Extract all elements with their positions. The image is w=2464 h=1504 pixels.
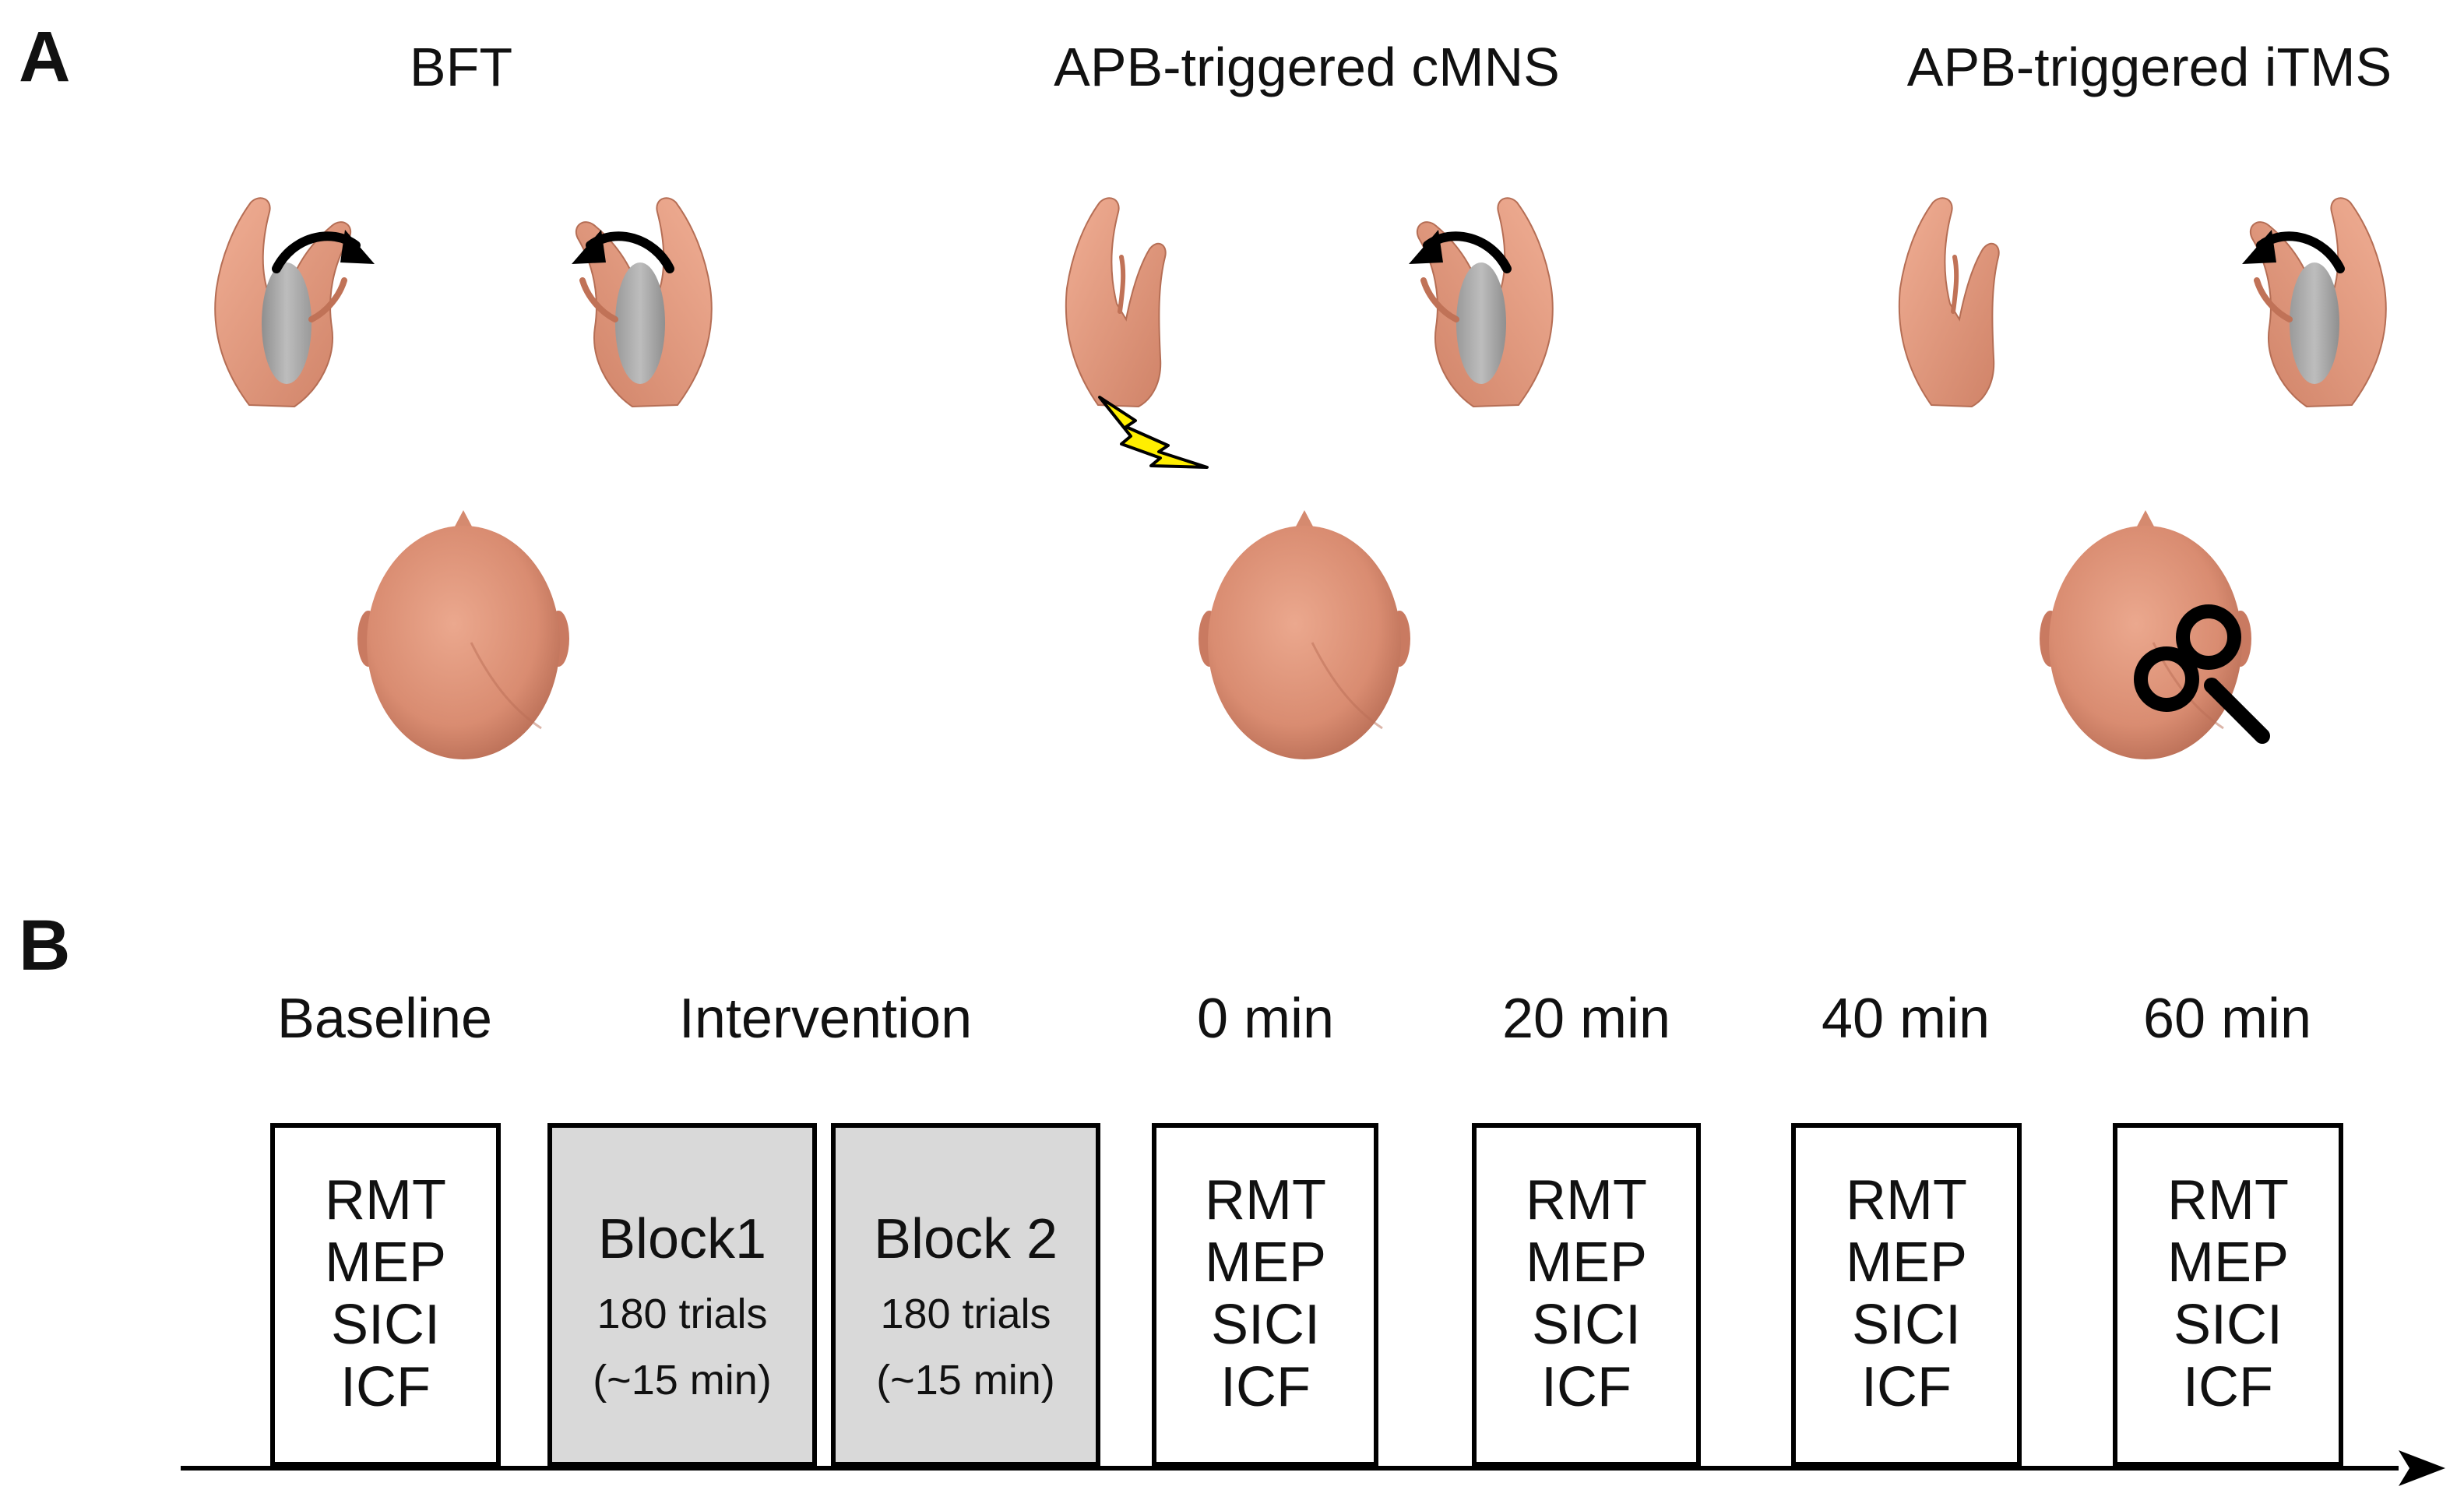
- block-title: Block 2: [874, 1208, 1058, 1270]
- measure-box-0-min: RMT MEP SICI ICF: [1152, 1123, 1378, 1467]
- panel-a-letter: A: [19, 17, 70, 97]
- rotating-ball-hand-icon: [1417, 198, 1553, 407]
- measure-sici: SICI: [2174, 1294, 2283, 1356]
- timeline-axis: [181, 1450, 2445, 1486]
- empty-hand-icon: [1066, 198, 1166, 407]
- phase-label-20-min: 20 min: [1502, 988, 1670, 1050]
- measure-sici: SICI: [1211, 1294, 1320, 1356]
- measure-rmt: RMT: [1526, 1169, 1647, 1231]
- rotating-ball-hand-icon: [576, 198, 712, 407]
- rotating-ball-hand-icon: [215, 198, 350, 407]
- measure-icf: ICF: [1541, 1356, 1632, 1418]
- measure-box-40-min: RMT MEP SICI ICF: [1791, 1123, 2022, 1467]
- block-trials: 180 trials: [597, 1291, 767, 1337]
- measure-box-60-min: RMT MEP SICI ICF: [2113, 1123, 2343, 1467]
- head-top-view-icon: [2038, 509, 2253, 761]
- measure-mep: MEP: [2167, 1231, 2289, 1294]
- measure-rmt: RMT: [1846, 1169, 1967, 1231]
- measure-box-baseline: RMT MEP SICI ICF: [270, 1123, 501, 1467]
- condition-title: BFT: [410, 37, 512, 97]
- measure-mep: MEP: [1526, 1231, 1647, 1294]
- panel-a: A BFT APB-triggered cMNS: [19, 17, 2392, 761]
- measure-mep: MEP: [325, 1231, 446, 1294]
- measure-icf: ICF: [1861, 1356, 1952, 1418]
- measure-mep: MEP: [1205, 1231, 1326, 1294]
- empty-hand-icon: [1899, 198, 1999, 407]
- head-top-view-icon: [356, 509, 571, 761]
- measure-icf: ICF: [340, 1356, 431, 1418]
- phase-label-baseline: Baseline: [277, 988, 492, 1050]
- measure-mep: MEP: [1846, 1231, 1967, 1294]
- condition-itms: APB-triggered iTMS: [1899, 37, 2392, 761]
- condition-title: APB-triggered cMNS: [1054, 37, 1560, 97]
- intervention-block-2: Block 2 180 trials (~15 min): [831, 1123, 1100, 1467]
- lightning-bolt-icon: [1098, 396, 1209, 469]
- arrowhead-icon: [2399, 1450, 2445, 1486]
- condition-bft: BFT: [215, 37, 712, 761]
- figure-eight-coil-icon: [2134, 604, 2270, 744]
- measure-rmt: RMT: [325, 1169, 446, 1231]
- measure-rmt: RMT: [1205, 1169, 1326, 1231]
- panel-b-letter: B: [19, 906, 70, 985]
- condition-cmns: APB-triggered cMNS: [1054, 37, 1560, 761]
- intervention-block-1: Block1 180 trials (~15 min): [547, 1123, 817, 1467]
- phase-label-0-min: 0 min: [1197, 988, 1334, 1050]
- phase-labels: Baseline Intervention 0 min 20 min 40 mi…: [277, 988, 2311, 1050]
- phase-label-intervention: Intervention: [679, 988, 972, 1050]
- rotating-ball-hand-icon: [2251, 198, 2386, 407]
- block-duration: (~15 min): [876, 1357, 1055, 1404]
- measure-sici: SICI: [1852, 1294, 1961, 1356]
- measure-sici: SICI: [1532, 1294, 1641, 1356]
- measure-icf: ICF: [2183, 1356, 2273, 1418]
- measure-icf: ICF: [1220, 1356, 1311, 1418]
- measure-box-20-min: RMT MEP SICI ICF: [1472, 1123, 1701, 1467]
- block-title: Block1: [598, 1208, 766, 1270]
- phase-label-40-min: 40 min: [1822, 988, 1990, 1050]
- block-duration: (~15 min): [593, 1357, 772, 1404]
- measure-sici: SICI: [331, 1294, 440, 1356]
- panel-b: B Baseline Intervention 0 min 20 min 40 …: [19, 906, 2445, 1486]
- phase-label-60-min: 60 min: [2143, 988, 2311, 1050]
- condition-title: APB-triggered iTMS: [1907, 37, 2392, 97]
- block-trials: 180 trials: [880, 1291, 1051, 1337]
- measure-rmt: RMT: [2167, 1169, 2289, 1231]
- head-top-view-icon: [1197, 509, 1412, 761]
